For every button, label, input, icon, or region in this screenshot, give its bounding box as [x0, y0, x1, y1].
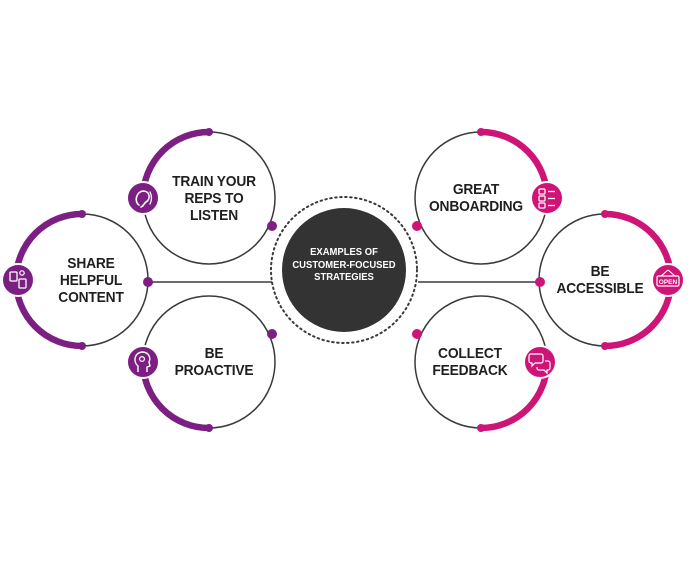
content-sharing-icon: [1, 263, 35, 297]
ear-listening-icon: [126, 181, 160, 215]
label-line: PROACTIVE: [174, 362, 254, 379]
label-great-onboarding: GREAT ONBOARDING: [421, 173, 531, 223]
label-line: COLLECT: [438, 345, 502, 362]
feedback-chat-icon: [523, 345, 557, 379]
svg-text:OPEN: OPEN: [659, 279, 678, 286]
center-dotted-ring: [270, 196, 418, 344]
node-be-proactive: [126, 295, 277, 432]
node-be-accessible: OPEN: [535, 210, 685, 350]
center-circle: [282, 208, 406, 332]
label-be-accessible: BE ACCESSIBLE: [545, 255, 655, 305]
label-share-content: SHARE HELPFUL CONTENT: [40, 250, 141, 310]
label-line: ACCESSIBLE: [556, 280, 644, 297]
label-line: SHARE: [67, 254, 115, 272]
label-line: REPS TO: [184, 189, 244, 207]
label-line: HELPFUL: [59, 271, 123, 289]
node-great-onboarding: [412, 128, 564, 265]
center-hub: [270, 196, 418, 344]
open-sign-icon: OPEN: [651, 263, 685, 297]
node-share-content: [1, 210, 153, 350]
label-line: LISTEN: [190, 206, 238, 224]
label-line: BE: [204, 345, 224, 362]
label-line: FEEDBACK: [432, 362, 508, 379]
node-collect-feedback: [412, 295, 557, 432]
onboarding-checklist-icon: [530, 181, 564, 215]
label-line: BE: [590, 263, 610, 280]
center-line-3: STRATEGIES: [314, 271, 374, 283]
label-collect-feedback: COLLECT FEEDBACK: [415, 337, 525, 387]
label-line: GREAT: [452, 181, 500, 198]
center-line-1: EXAMPLES OF: [310, 246, 378, 258]
label-be-proactive: BE PROACTIVE: [163, 337, 264, 387]
label-train-reps: TRAIN YOUR REPS TO LISTEN: [163, 168, 264, 228]
label-line: ONBOARDING: [428, 198, 523, 215]
proactive-head-icon: [126, 345, 160, 379]
label-line: TRAIN YOUR: [172, 172, 256, 190]
center-line-2: CUSTOMER-FOCUSED: [292, 258, 396, 271]
center-title: EXAMPLES OF CUSTOMER-FOCUSED STRATEGIES: [286, 246, 403, 284]
label-line: CONTENT: [58, 288, 124, 306]
node-train-reps: [126, 128, 277, 265]
